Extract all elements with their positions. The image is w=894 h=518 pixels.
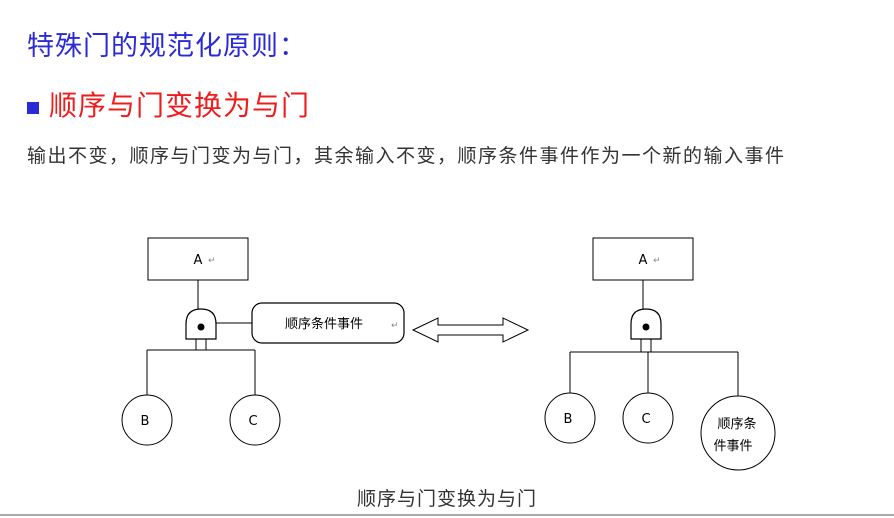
section-title: 顺序与门变换为与门 [49, 89, 311, 122]
left-condition-event-label: 顺序条件事件 [285, 316, 363, 332]
right-input-b-label: B [564, 412, 573, 427]
left-tree: A ↵ 顺序条件事件 ↵ B C [121, 237, 405, 446]
right-input-c-label: C [641, 412, 650, 427]
right-new-input-label-line1: 顺序条 [717, 416, 756, 432]
left-condition-return-mark: ↵ [391, 321, 399, 331]
right-input-c-circle [622, 392, 674, 444]
diagram-caption: 顺序与门变换为与门 [356, 488, 537, 510]
left-input-b-label: B [141, 414, 150, 429]
right-input-b-circle [544, 392, 596, 444]
bullet-square-icon [27, 101, 39, 114]
left-input-b-circle [121, 394, 173, 446]
left-top-return-mark: ↵ [208, 256, 216, 266]
right-new-input-circle [700, 395, 776, 471]
right-top-return-mark: ↵ [653, 256, 661, 266]
left-input-c-circle [229, 394, 281, 446]
left-gate-dot-icon [197, 323, 205, 331]
right-tree: A ↵ B C 顺序条 件事件 [544, 237, 776, 471]
left-top-event-label: A [194, 253, 203, 268]
page-title: 特殊门的规范化原则： [27, 31, 307, 62]
description-text: 输出不变，顺序与门变为与门，其余输入不变，顺序条件事件作为一个新的输入事件 [27, 145, 786, 167]
bottom-divider [0, 514, 894, 516]
left-input-c-label: C [248, 414, 257, 429]
section-heading: 顺序与门变换为与门 [27, 84, 310, 124]
double-arrow-icon [411, 317, 530, 343]
right-new-input-label-line2: 件事件 [713, 439, 752, 454]
right-top-event-label: A [639, 253, 648, 268]
right-gate-dot-icon [642, 323, 650, 331]
right-top-event-box [592, 237, 694, 281]
left-condition-event-box [251, 302, 405, 344]
